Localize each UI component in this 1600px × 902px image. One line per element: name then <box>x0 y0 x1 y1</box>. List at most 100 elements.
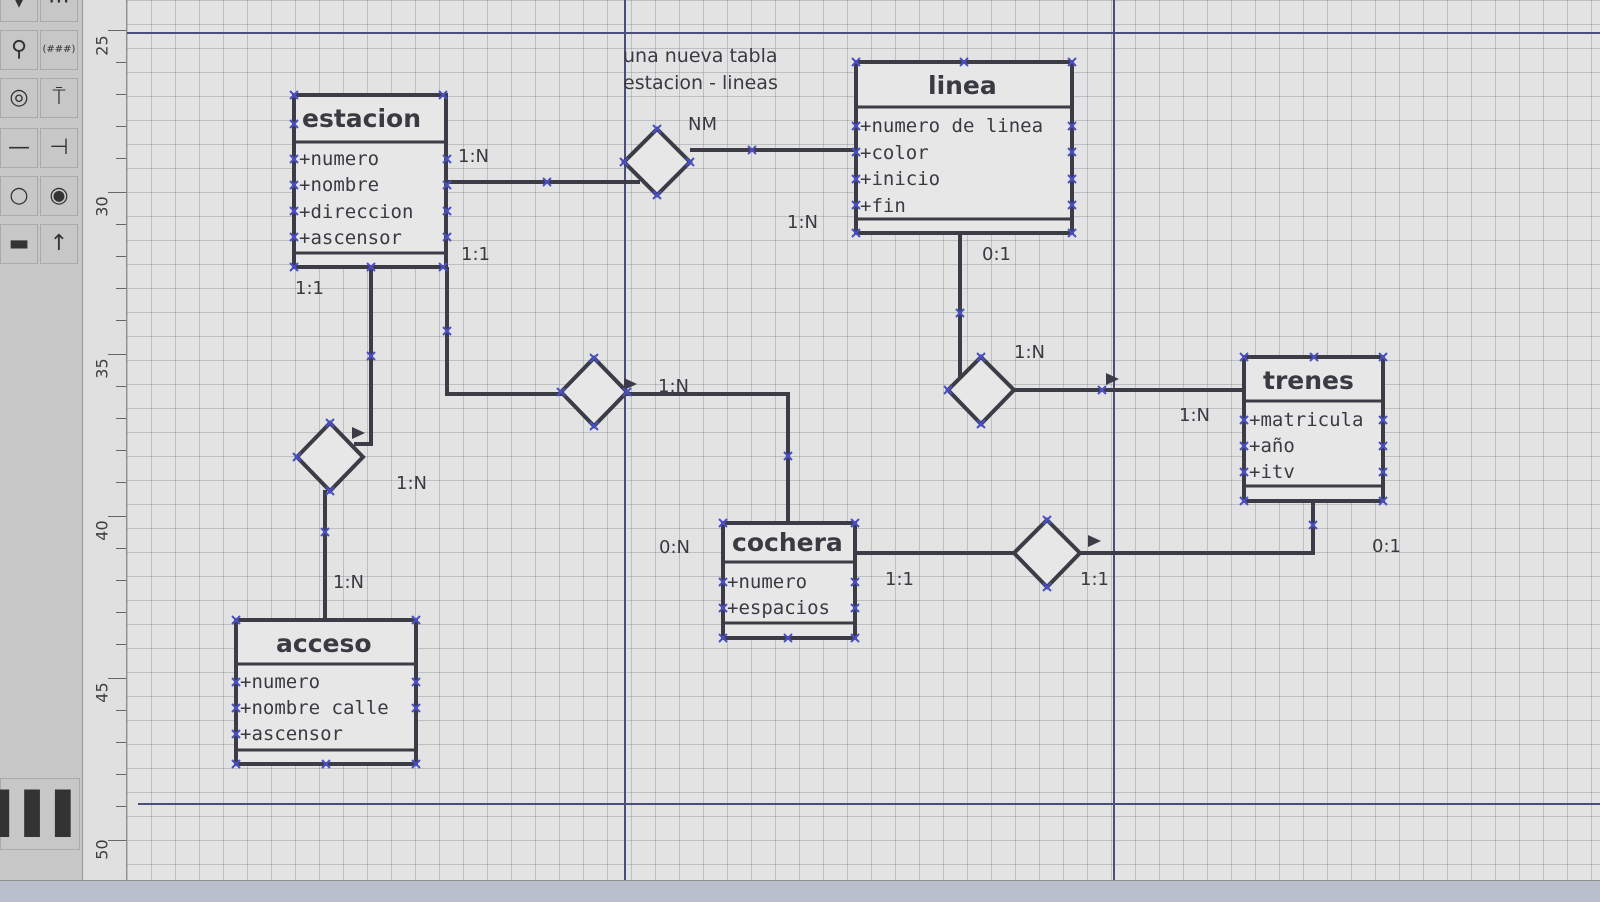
entity-cochera[interactable]: cochera +numero +espacios <box>721 521 857 640</box>
note-line-2[interactable]: estacion - lineas <box>623 72 778 94</box>
dotted-line-tool-icon[interactable]: ⋯ <box>40 0 78 22</box>
ruler-tick <box>108 354 126 355</box>
ruler-tick <box>116 548 126 549</box>
ellipse-tool-icon[interactable]: ◎ <box>0 78 38 118</box>
bar-tool-icon[interactable]: ▬ <box>0 224 38 264</box>
ruler-tick <box>108 678 126 679</box>
cardinality-label[interactable]: 1:N <box>658 376 689 397</box>
ruler-tick <box>116 126 126 127</box>
ruler-tick <box>116 774 126 775</box>
entity-attribute: +nombre calle <box>240 697 389 719</box>
entity-attribute: +numero <box>299 148 379 170</box>
page-boundary-top <box>127 32 1600 34</box>
cardinality-labels: 1:N NM 1:N 1:1 1:1 0:1 1:N 1:N 1:N 1:N 1… <box>295 114 1401 593</box>
page-boundary-vertical <box>1113 0 1115 880</box>
connector-rel-trenes-bottom[interactable] <box>1076 502 1315 555</box>
pin-tool-icon[interactable]: ⍑ <box>40 78 78 118</box>
cardinality-label[interactable]: 1:N <box>1014 342 1045 363</box>
ruler-tick <box>116 256 126 257</box>
page-boundary-vertical <box>624 0 626 880</box>
entity-linea[interactable]: linea +numero de linea +color +inicio +f… <box>854 60 1074 235</box>
vertical-ruler: 25 30 35 40 45 50 <box>84 0 127 901</box>
page-boundary-bottom <box>138 803 1600 805</box>
text-tool-icon[interactable]: (###) <box>40 30 78 70</box>
cardinality-label[interactable]: 1:N <box>1179 405 1210 426</box>
magnifier-tool-icon[interactable]: ⚲ <box>0 30 38 70</box>
entity-title: acceso <box>276 629 372 658</box>
horizontal-scrollbar[interactable] <box>0 880 1600 902</box>
entity-attribute: +ascensor <box>240 723 343 745</box>
arrow-head-icon <box>624 378 637 390</box>
radio-tool-icon[interactable]: ◉ <box>40 176 78 216</box>
cardinality-label[interactable]: 0:N <box>659 537 690 558</box>
ruler-tick <box>116 288 126 289</box>
ruler-tick <box>116 450 126 451</box>
relationship-diamond-estacion-linea[interactable] <box>621 126 693 198</box>
cardinality-label[interactable]: 0:1 <box>1372 536 1401 557</box>
entity-attribute: +numero <box>727 571 807 593</box>
relationship-diamond-estacion-cochera[interactable] <box>558 355 630 429</box>
cardinality-label[interactable]: 1:1 <box>295 278 324 299</box>
ruler-tick <box>116 612 126 613</box>
arrow-head-icon <box>1106 373 1119 385</box>
line-tool-icon[interactable]: — <box>0 128 38 168</box>
ruler-tick <box>116 806 126 807</box>
entity-attribute: +año <box>1249 435 1295 457</box>
connector-rel-cochera[interactable] <box>625 392 790 523</box>
cardinality-label[interactable]: 1:1 <box>885 569 914 590</box>
cardinality-label[interactable]: NM <box>688 114 717 135</box>
entity-estacion[interactable]: estacion +numero +nombre +direccion +asc… <box>292 93 448 269</box>
entity-attribute: +numero de linea <box>860 115 1043 137</box>
entity-title: cochera <box>732 528 843 557</box>
ruler-tick <box>116 94 126 95</box>
ruler-tick <box>108 840 126 841</box>
entity-attribute: +itv <box>1249 461 1295 483</box>
ruler-tick <box>116 320 126 321</box>
connector-lines <box>323 148 1315 618</box>
ruler-tick <box>116 742 126 743</box>
connector-tool-icon[interactable]: ⊣ <box>40 128 78 168</box>
ruler-tick <box>108 30 126 31</box>
pointer-tool-icon[interactable]: ▾ <box>0 0 38 22</box>
entity-attribute: +direccion <box>299 201 413 223</box>
circle-tool-icon[interactable]: ○ <box>0 176 38 216</box>
note-line-1[interactable]: una nueva tabla <box>623 45 778 67</box>
cardinality-label[interactable]: 1:N <box>458 146 489 167</box>
cardinality-label[interactable]: 1:1 <box>1080 569 1109 590</box>
ruler-tick <box>116 62 126 63</box>
entity-attribute: +ascensor <box>299 227 402 249</box>
toolbox-panel: ▾ ⋯ ⚲ (###) ◎ ⍑ — ⊣ ○ ◉ ▬ ↑ ▌▌▌ <box>0 0 86 901</box>
text-tool-label: (###) <box>42 44 76 55</box>
relationship-diamond-linea-trenes[interactable] <box>945 354 1017 427</box>
entity-attribute: +numero <box>240 671 320 693</box>
arrow-up-tool-icon[interactable]: ↑ <box>40 224 78 264</box>
connector-estacion-cochera-rel[interactable] <box>445 267 565 396</box>
entity-title: trenes <box>1263 366 1354 395</box>
entity-attribute: +color <box>860 142 929 164</box>
entity-attribute: +nombre <box>299 174 379 196</box>
entity-acceso[interactable]: acceso +numero +nombre calle +ascensor <box>234 618 418 766</box>
barcode-tool-icon[interactable]: ▌▌▌ <box>0 778 86 850</box>
cardinality-label[interactable]: 1:N <box>333 572 364 593</box>
ruler-tick <box>116 418 126 419</box>
ruler-tick <box>116 482 126 483</box>
relationships <box>294 126 1083 590</box>
ruler-tick <box>108 192 126 193</box>
cardinality-label[interactable]: 0:1 <box>982 244 1011 265</box>
cardinality-label[interactable]: 1:1 <box>461 244 490 265</box>
entity-trenes[interactable]: trenes +matricula +año +itv <box>1242 355 1385 503</box>
cardinality-label[interactable]: 1:N <box>396 473 427 494</box>
ruler-tick <box>116 158 126 159</box>
arrow-head-icon <box>352 427 365 439</box>
connection-markers <box>231 57 1388 769</box>
ruler-tick <box>116 386 126 387</box>
entity-attribute: +matricula <box>1249 409 1363 431</box>
relationship-diamond-cochera-trenes[interactable] <box>1011 517 1083 590</box>
ruler-tick <box>116 224 126 225</box>
connector-estacion-acceso-rel[interactable] <box>354 267 373 446</box>
arrow-head-icon <box>1088 535 1101 547</box>
cardinality-label[interactable]: 1:N <box>787 212 818 233</box>
direction-arrows <box>352 373 1119 547</box>
entity-attribute: +espacios <box>727 597 830 619</box>
